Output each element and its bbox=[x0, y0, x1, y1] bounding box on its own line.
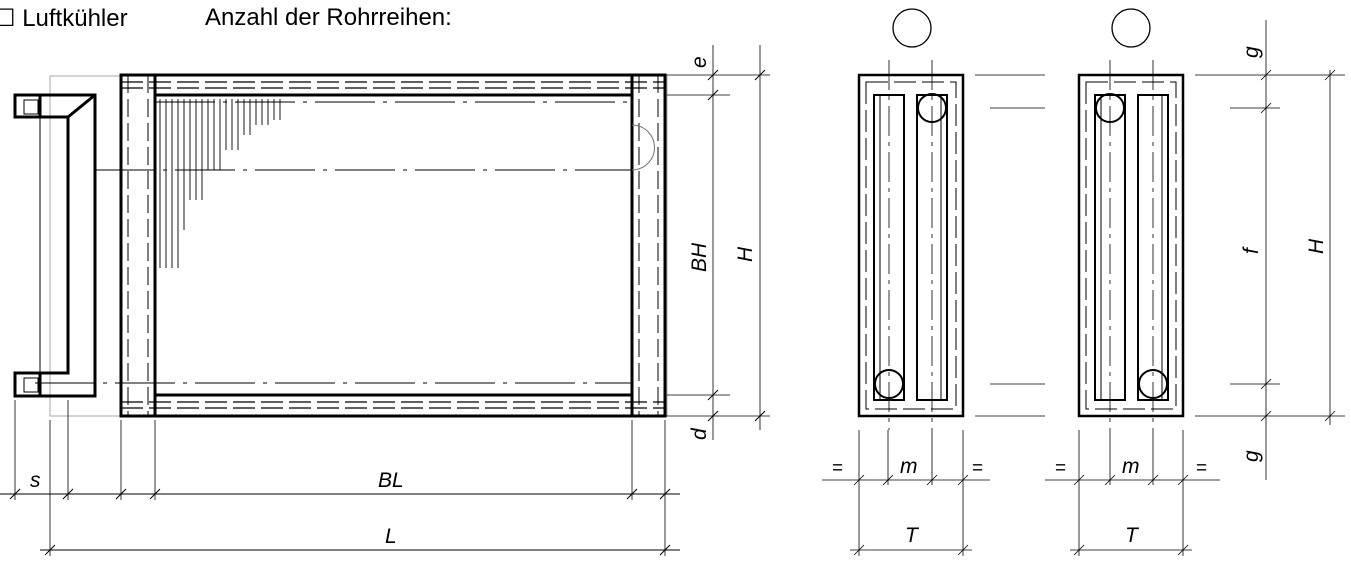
side-view-right bbox=[1045, 8, 1345, 556]
dim-bh-label: BH bbox=[688, 242, 711, 272]
fin-lines bbox=[159, 99, 281, 268]
dim-d-label: d bbox=[688, 427, 711, 440]
pipe-connection-top-left bbox=[892, 8, 932, 48]
luftkuehler-checkbox[interactable]: ☐ Luftkühler bbox=[0, 5, 128, 32]
dim-g-top-label: g bbox=[1240, 46, 1263, 58]
dim-g-bottom-label: g bbox=[1240, 450, 1263, 462]
pipe-connection-top-right bbox=[1111, 8, 1151, 48]
dim-bl-label: BL bbox=[378, 469, 404, 492]
luftkuehler-label: Luftkühler bbox=[22, 5, 128, 32]
side-right-eq-left: = bbox=[1055, 458, 1066, 479]
side-right-t-label: T bbox=[1125, 524, 1140, 547]
side-left-t-label: T bbox=[905, 524, 920, 547]
dim-f-label: f bbox=[1240, 246, 1263, 254]
side-view-left bbox=[822, 8, 1045, 556]
header: ☐ Luftkühler Anzahl der Rohrreihen: bbox=[0, 4, 820, 38]
side-right-m-label: m bbox=[1122, 455, 1140, 478]
side-left-m-label: m bbox=[900, 455, 918, 478]
header-pipe bbox=[13, 93, 97, 398]
dim-l-label: L bbox=[385, 525, 397, 548]
dim-h-right-label: H bbox=[1305, 238, 1328, 254]
tube-rows-label: Anzahl der Rohrreihen: bbox=[205, 4, 452, 31]
side-right-eq-right: = bbox=[1196, 458, 1207, 479]
dim-h-label: H bbox=[734, 246, 757, 262]
front-view bbox=[0, 45, 770, 556]
dim-e-label: e bbox=[688, 56, 711, 68]
side-left-eq-right: = bbox=[972, 458, 983, 479]
side-left-eq-left: = bbox=[832, 458, 843, 479]
front-frame bbox=[119, 73, 667, 418]
dim-s-label: s bbox=[30, 469, 41, 492]
